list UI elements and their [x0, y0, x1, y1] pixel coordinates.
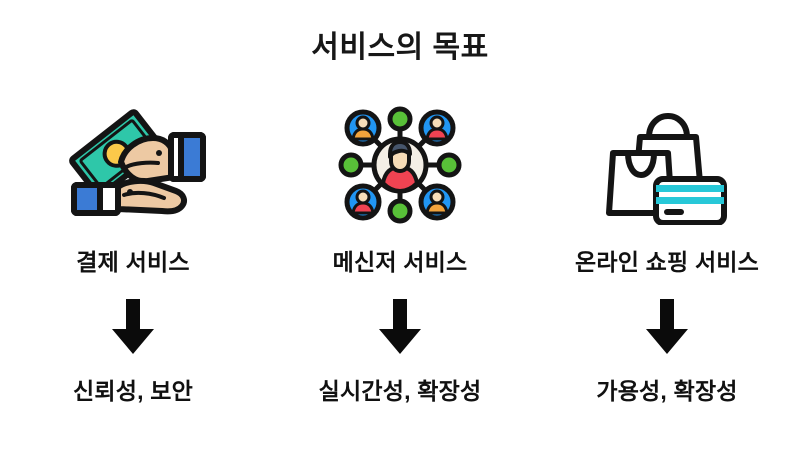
- service-label-payment: 결제 서비스: [76, 249, 190, 275]
- service-column-shopping: 온라인 쇼핑 서비스 가용성, 확장성: [534, 105, 800, 406]
- service-label-messenger: 메신저 서비스: [332, 249, 468, 275]
- down-arrow-payment: [103, 299, 163, 354]
- quality-label-shopping: 가용성, 확장성: [596, 378, 738, 404]
- service-column-payment: 결제 서비스 신뢰성, 보안: [0, 105, 266, 406]
- down-arrow-messenger: [370, 299, 430, 354]
- page-title: 서비스의 목표: [311, 31, 489, 64]
- service-columns: 결제 서비스 신뢰성, 보안: [0, 105, 800, 450]
- money-exchange-hands-icon: [58, 105, 208, 225]
- service-label-shopping: 온라인 쇼핑 서비스: [574, 249, 760, 275]
- service-column-messenger: 메신저 서비스 실시간성, 확장성: [267, 105, 533, 406]
- quality-label-messenger: 실시간성, 확장성: [318, 378, 482, 404]
- quality-label-payment: 신뢰성, 보안: [73, 378, 193, 404]
- shopping-bags-card-icon: [592, 105, 742, 225]
- people-network-icon: [325, 105, 475, 225]
- down-arrow-shopping: [637, 299, 697, 354]
